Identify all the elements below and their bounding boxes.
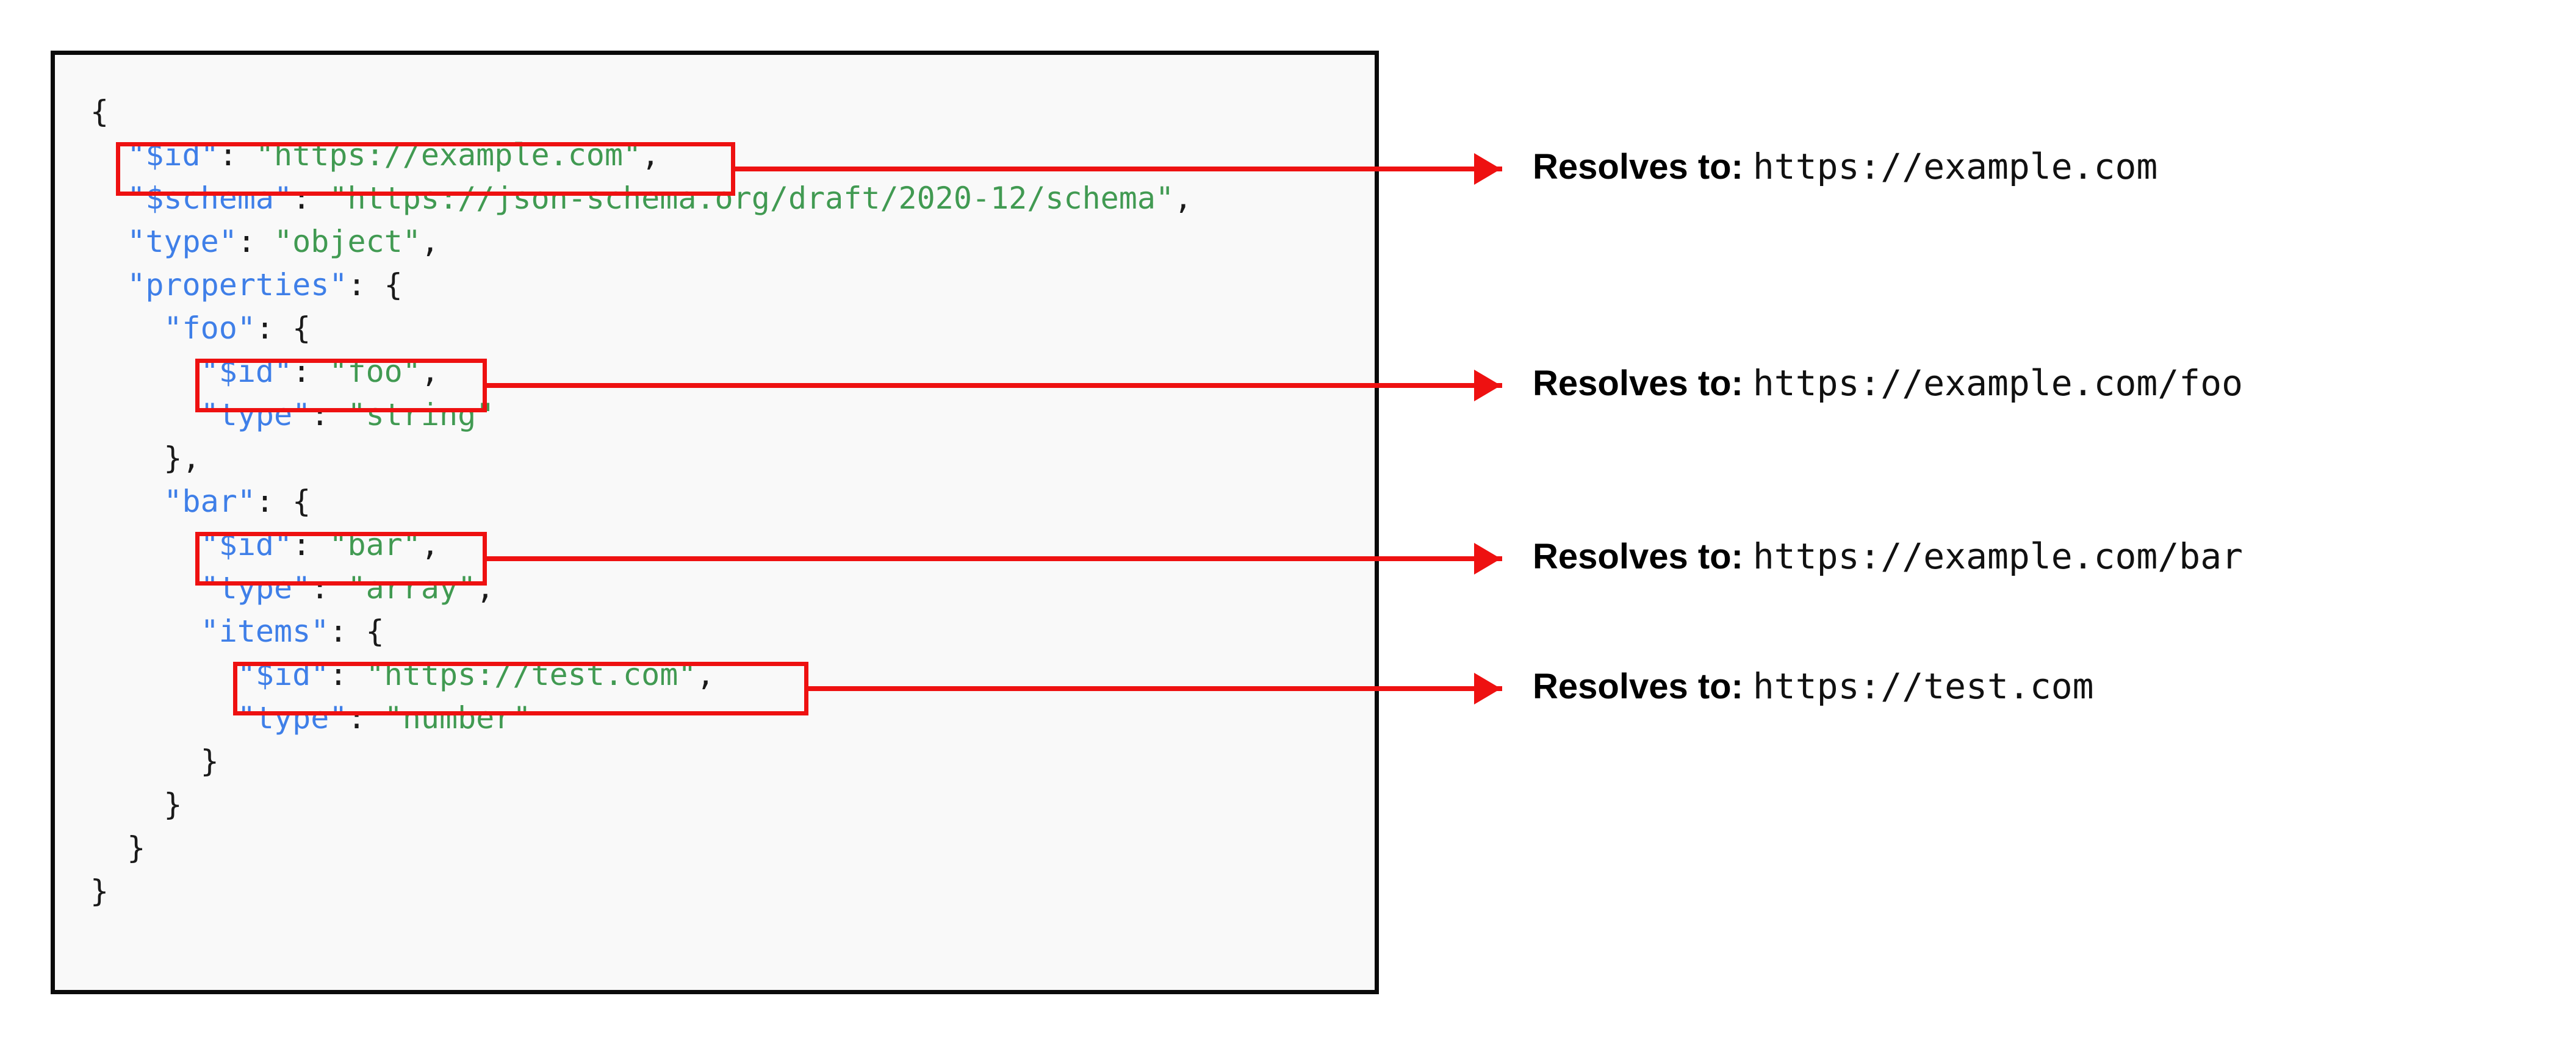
code-token-punctuation: ,: [696, 657, 715, 692]
code-token-key: "type": [200, 570, 311, 606]
code-token-punctuation: :: [218, 137, 256, 173]
code-token-string: "https://test.com": [365, 657, 697, 692]
code-token-key: "$id": [200, 354, 293, 389]
connector-line-3: [484, 556, 1502, 561]
resolved-url: https://example.com: [1752, 146, 2158, 187]
code-line: "bar": {: [90, 480, 1192, 523]
code-line: "type": "object",: [90, 220, 1192, 263]
code-token-key: "type": [127, 224, 237, 259]
code-token-key: "$id": [127, 137, 219, 173]
json-schema-code-panel: { "$id": "https://example.com", "$schema…: [51, 51, 1379, 994]
resolution-row: Resolves to:https://example.com/foo: [1533, 365, 2243, 401]
code-token-punctuation: : {: [255, 310, 311, 346]
code-token-key: "foo": [164, 310, 256, 346]
arrowhead-icon-4: [1474, 673, 1501, 704]
code-line: "$schema": "https://json-schema.org/draf…: [90, 177, 1192, 220]
code-token-punctuation: },: [164, 440, 201, 476]
code-line: "properties": {: [90, 263, 1192, 307]
code-token-punctuation: }: [127, 830, 146, 866]
code-token-string: "number": [384, 700, 531, 736]
code-token-string: "https://example.com": [255, 137, 642, 173]
code-token-string: "bar": [329, 527, 421, 562]
arrowhead-icon-1: [1474, 153, 1501, 185]
code-token-key: "bar": [164, 484, 256, 519]
code-line: "items": {: [90, 610, 1192, 653]
code-token-key: "items": [200, 614, 329, 649]
code-token-punctuation: ,: [476, 570, 495, 606]
code-token-punctuation: }: [164, 787, 182, 822]
code-line: "foo": {: [90, 307, 1192, 350]
code-line: "type": "number": [90, 697, 1192, 740]
code-token-punctuation: {: [90, 94, 109, 129]
code-token-key: "$id": [237, 657, 329, 692]
resolution-row: Resolves to:https://example.com: [1533, 149, 2157, 185]
code-token-punctuation: }: [200, 744, 219, 779]
code-line: },: [90, 437, 1192, 480]
code-token-punctuation: :: [311, 570, 348, 606]
code-token-punctuation: :: [292, 527, 329, 562]
code-line: }: [90, 740, 1192, 783]
arrowhead-icon-2: [1474, 370, 1501, 401]
resolution-row: Resolves to:https://example.com/bar: [1533, 539, 2243, 575]
code-token-punctuation: }: [90, 873, 109, 909]
code-token-punctuation: ,: [1174, 181, 1193, 216]
code-token-punctuation: :: [237, 224, 275, 259]
code-token-punctuation: ,: [420, 224, 439, 259]
code-token-punctuation: :: [329, 657, 366, 692]
resolves-to-label: Resolves to:: [1533, 537, 1743, 576]
connector-line-2: [484, 383, 1502, 388]
resolves-to-label: Resolves to:: [1533, 667, 1743, 706]
code-line: {: [90, 90, 1192, 134]
code-token-punctuation: : {: [347, 267, 403, 303]
resolved-url: https://example.com/bar: [1752, 536, 2243, 577]
resolved-url: https://example.com/foo: [1752, 362, 2243, 404]
code-token-punctuation: :: [292, 181, 329, 216]
code-token-punctuation: : {: [255, 484, 311, 519]
arrowhead-icon-3: [1474, 543, 1501, 575]
code-line: }: [90, 826, 1192, 870]
code-token-string: "foo": [329, 354, 421, 389]
code-line: "type": "array",: [90, 567, 1192, 610]
code-token-key: "properties": [127, 267, 348, 303]
code-token-key: "$schema": [127, 181, 293, 216]
code-token-punctuation: :: [347, 700, 384, 736]
code-token-string: "string": [347, 397, 495, 432]
code-line: "type": "string": [90, 393, 1192, 437]
resolution-row: Resolves to:https://test.com: [1533, 668, 2094, 704]
code-token-string: "array": [347, 570, 477, 606]
code-token-string: "object": [274, 224, 421, 259]
resolves-to-label: Resolves to:: [1533, 147, 1743, 187]
code-token-key: "$id": [200, 527, 293, 562]
resolves-to-label: Resolves to:: [1533, 364, 1743, 403]
code-line: }: [90, 870, 1192, 913]
code-token-punctuation: ,: [420, 354, 439, 389]
code-token-punctuation: :: [311, 397, 348, 432]
connector-line-1: [732, 167, 1502, 171]
code-token-punctuation: :: [292, 354, 329, 389]
code-token-punctuation: ,: [420, 527, 439, 562]
code-token-punctuation: ,: [641, 137, 660, 173]
code-line: }: [90, 783, 1192, 826]
code-token-string: "https://json-schema.org/draft/2020-12/s…: [329, 181, 1175, 216]
connector-line-4: [805, 686, 1502, 691]
code-token-punctuation: : {: [329, 614, 384, 649]
code-token-key: "type": [200, 397, 311, 432]
code-token-key: "type": [237, 700, 348, 736]
resolved-url: https://test.com: [1752, 665, 2094, 707]
json-code-listing: { "$id": "https://example.com", "$schema…: [90, 90, 1192, 913]
